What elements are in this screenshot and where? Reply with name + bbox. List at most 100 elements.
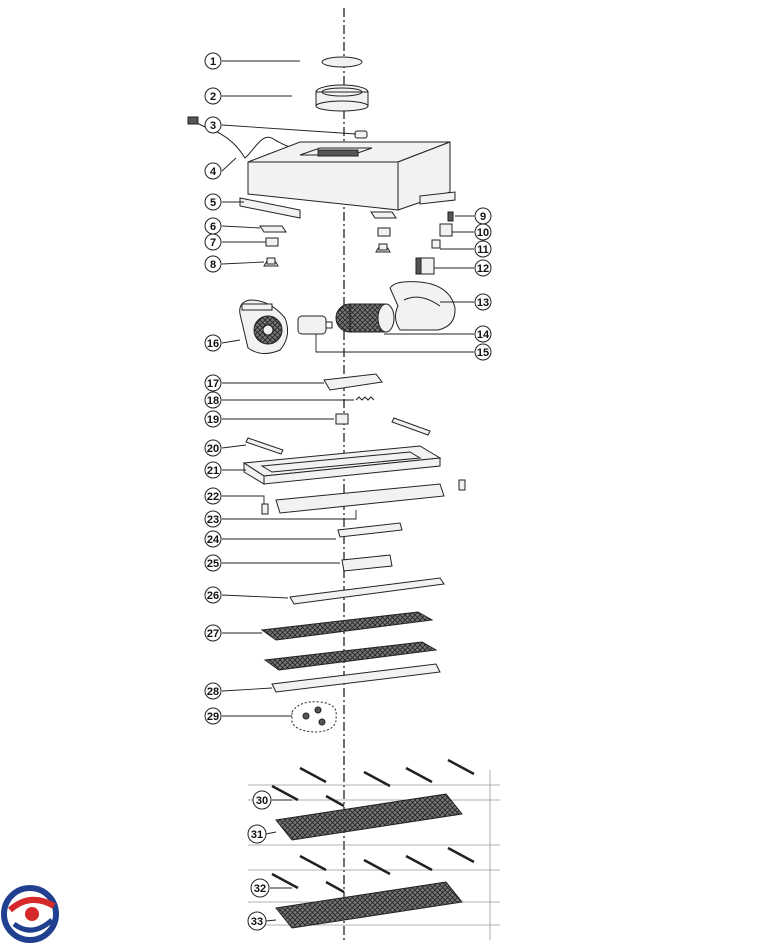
callout-20: 20 [204,439,222,457]
callout-28: 28 [204,682,222,700]
svg-text:32: 32 [254,883,266,895]
callout-1: 1 [204,52,222,70]
callout-33: 33 [247,911,267,931]
part-17-bracket [323,373,383,391]
svg-text:2: 2 [210,91,216,103]
svg-text:18: 18 [207,395,219,407]
part-28-rear-strip [271,663,441,693]
part-11-terminal [431,239,441,249]
callout-4: 4 [204,162,222,180]
part-29-screws-bag [291,701,337,733]
callout-21: 21 [204,461,222,479]
callout-25: 25 [204,554,222,572]
callout-11: 11 [474,240,492,258]
callout-24: 24 [204,530,222,548]
callout-5: 5 [204,193,222,211]
callout-23: 23 [204,510,222,528]
svg-text:11: 11 [477,244,489,256]
part-12-transformer [415,257,435,275]
part-23-control-bar [275,483,445,514]
part-13-blower-housing [389,281,456,331]
svg-text:23: 23 [207,514,219,526]
callout-16: 16 [204,334,222,352]
callout-29: 29 [204,707,222,725]
brand-logo [1,885,59,943]
part-5-hood-body [239,141,456,219]
leader-lines [221,60,474,922]
part-26-front-strip [289,577,445,605]
callout-7: 7 [204,233,222,251]
part-31-charcoal-filter [275,793,463,841]
svg-text:27: 27 [207,628,219,640]
part-30-charcoal-rods [271,758,475,808]
callout-9: 9 [474,207,492,225]
svg-text:7: 7 [210,237,216,249]
part-6-light-holder [259,211,397,233]
callout-12: 12 [474,259,492,277]
part-1-ring [321,56,363,68]
svg-text:28: 28 [207,686,219,698]
part-15-motor [297,315,333,335]
svg-text:16: 16 [207,338,219,350]
callout-2: 2 [204,87,222,105]
callout-17: 17 [204,374,222,392]
callout-27: 27 [204,624,222,642]
svg-text:20: 20 [207,443,219,455]
part-27-grease-filters [260,611,438,671]
svg-text:4: 4 [210,166,217,178]
part-2-collar [315,84,369,112]
part-32-charcoal-rods [271,846,475,894]
svg-text:6: 6 [210,221,216,233]
svg-text:1: 1 [210,56,216,68]
svg-text:33: 33 [251,916,263,928]
part-8-lamp [263,243,391,267]
callout-22: 22 [204,487,222,505]
part-22-clip [261,479,466,515]
part-21-frame [242,445,442,485]
callout-19: 19 [204,410,222,428]
svg-text:30: 30 [256,795,268,807]
svg-text:10: 10 [477,227,489,239]
part-25-switch-panel [341,554,393,572]
svg-text:9: 9 [480,211,486,223]
part-24-light-panel [337,522,403,538]
part-19-block [335,413,349,425]
part-18-spring [355,396,375,401]
callout-10: 10 [474,223,492,241]
svg-text:5: 5 [210,197,216,209]
callout-26: 26 [204,586,222,604]
svg-text:29: 29 [207,711,219,723]
callout-32: 32 [250,878,270,898]
svg-text:15: 15 [477,347,489,359]
svg-text:19: 19 [207,414,219,426]
part-3-connector [354,130,368,139]
part-33-charcoal-filter [275,881,463,929]
svg-text:17: 17 [207,378,219,390]
part-20-rail [245,417,431,455]
svg-text:24: 24 [207,534,220,546]
svg-text:25: 25 [207,558,219,570]
callout-6: 6 [204,217,222,235]
callout-30: 30 [252,790,272,810]
svg-text:12: 12 [477,263,489,275]
svg-text:31: 31 [251,829,263,841]
part-10-pcb [439,223,453,237]
svg-text:13: 13 [477,297,489,309]
svg-text:3: 3 [210,120,216,132]
svg-text:14: 14 [477,329,490,341]
part-14-fan-wheel [335,303,395,333]
callout-8: 8 [204,255,222,273]
svg-text:8: 8 [210,259,216,271]
callout-18: 18 [204,391,222,409]
part-4-power-cable [187,116,301,159]
callout-3: 3 [204,116,222,134]
callout-14: 14 [474,325,492,343]
svg-text:26: 26 [207,590,219,602]
svg-text:22: 22 [207,491,219,503]
part-9-switch [447,211,454,222]
part-16-blower-assembly [239,299,289,354]
callout-15: 15 [474,343,492,361]
callout-31: 31 [247,824,267,844]
callout-13: 13 [474,293,492,311]
